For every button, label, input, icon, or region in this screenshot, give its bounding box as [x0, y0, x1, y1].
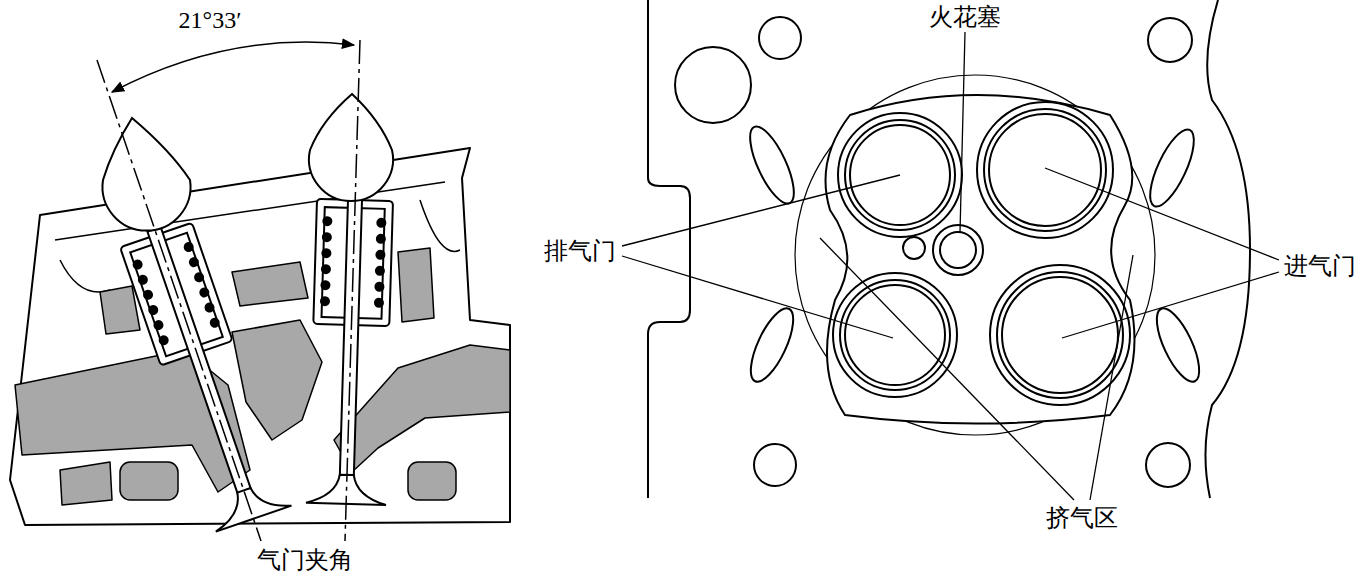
exhaust-valve-assembly — [182, 241, 195, 254]
intake-valve-assembly — [375, 266, 385, 276]
valve-seat — [1002, 277, 1118, 393]
camshaft-lobe — [309, 94, 393, 201]
exhaust-valve-assembly — [147, 304, 160, 317]
head-plan-outline — [1205, 0, 1250, 498]
exhaust-valve-assembly — [208, 316, 221, 329]
valve-axis — [97, 40, 360, 541]
cylinder-bore — [795, 75, 1155, 435]
port-and-jacket — [232, 320, 322, 440]
exhaust-valve-assembly — [136, 273, 149, 286]
intake-valve-assembly — [322, 216, 332, 226]
valve-seat — [840, 280, 950, 390]
port-and-jacket — [232, 262, 308, 306]
valve-seat — [997, 272, 1123, 398]
cylinder-head-section — [10, 148, 510, 525]
exhaust-valve-assembly — [188, 256, 201, 269]
intake-valve-assembly — [322, 232, 332, 242]
exhaust-valve-assembly — [203, 301, 216, 314]
valve-seat — [990, 265, 1130, 405]
port-and-jacket — [15, 248, 510, 505]
cylinder-head-section — [60, 260, 110, 292]
valve-seat — [977, 102, 1113, 238]
angle-arc — [112, 42, 354, 92]
exhaust-valve-assembly — [131, 258, 144, 271]
leader-line — [1090, 255, 1133, 500]
part-label: 挤气区 — [1046, 505, 1118, 531]
exhaust-valve-assembly — [198, 286, 211, 299]
leader-line — [1062, 272, 1279, 338]
angle-dimension: 21°33′ — [179, 7, 242, 33]
coolant-slot — [742, 121, 803, 209]
camshaft-lobe — [103, 118, 191, 231]
valve-axis — [97, 60, 261, 541]
exhaust-valve-assembly — [193, 271, 206, 284]
port-and-jacket — [408, 462, 456, 500]
valve-seat — [833, 273, 957, 397]
leader-line — [820, 238, 1074, 500]
bolt-hole — [1146, 443, 1190, 487]
leader-line — [622, 175, 900, 246]
spark-plug-hole — [903, 225, 983, 275]
leader-line — [622, 32, 1279, 500]
part-label: 气门夹角 — [257, 547, 353, 573]
port-and-jacket — [100, 286, 140, 334]
coolant-slot — [742, 303, 801, 387]
bolt-hole — [754, 444, 796, 486]
exhaust-valve-assembly — [152, 319, 165, 332]
cylinder-head-section — [420, 200, 460, 251]
valve-seat — [845, 285, 945, 385]
port-and-jacket — [120, 462, 178, 500]
intake-valve-assembly — [321, 248, 331, 258]
port-and-jacket — [334, 345, 510, 472]
part-label: 火花塞 — [929, 4, 1001, 30]
bolt-hole — [675, 17, 1192, 487]
intake-valve-assembly — [375, 250, 385, 260]
port-and-jacket — [60, 462, 112, 505]
leader-line — [960, 32, 965, 232]
part-label: 进气门 — [1284, 253, 1356, 279]
leader-line — [1045, 168, 1279, 260]
cylinder-head-section — [10, 148, 510, 525]
intake-valve-assembly — [320, 296, 330, 306]
camshaft-lobe — [103, 94, 393, 231]
spark-plug-hole — [903, 237, 925, 259]
intake-valve-assembly — [321, 264, 331, 274]
leader-line — [622, 256, 893, 338]
intake-valve-assembly — [376, 234, 386, 244]
coolant-slot — [1142, 124, 1203, 212]
valve-seat — [833, 102, 1130, 405]
intake-valve-assembly — [374, 282, 384, 292]
spark-plug-hole — [940, 232, 976, 268]
intake-valve-assembly — [374, 298, 384, 308]
exhaust-valve-assembly — [142, 288, 155, 301]
valve-axis — [345, 40, 360, 541]
intake-valve-assembly — [320, 280, 330, 290]
port-and-jacket — [398, 248, 434, 322]
exhaust-valve-assembly — [157, 334, 170, 347]
valve-seat — [989, 114, 1101, 226]
spark-plug-hole — [933, 225, 983, 275]
coolant-slot — [1148, 303, 1207, 387]
exhaust-valve-assembly — [116, 216, 291, 531]
bolt-hole — [675, 47, 751, 123]
bolt-hole — [1148, 18, 1192, 62]
part-label: 排气门 — [544, 238, 616, 264]
combustion-chamber — [826, 95, 1135, 424]
head-plan-outline — [648, 0, 1250, 498]
intake-valve-assembly — [376, 218, 386, 228]
valve-seat — [984, 109, 1106, 231]
bolt-hole — [759, 17, 801, 59]
